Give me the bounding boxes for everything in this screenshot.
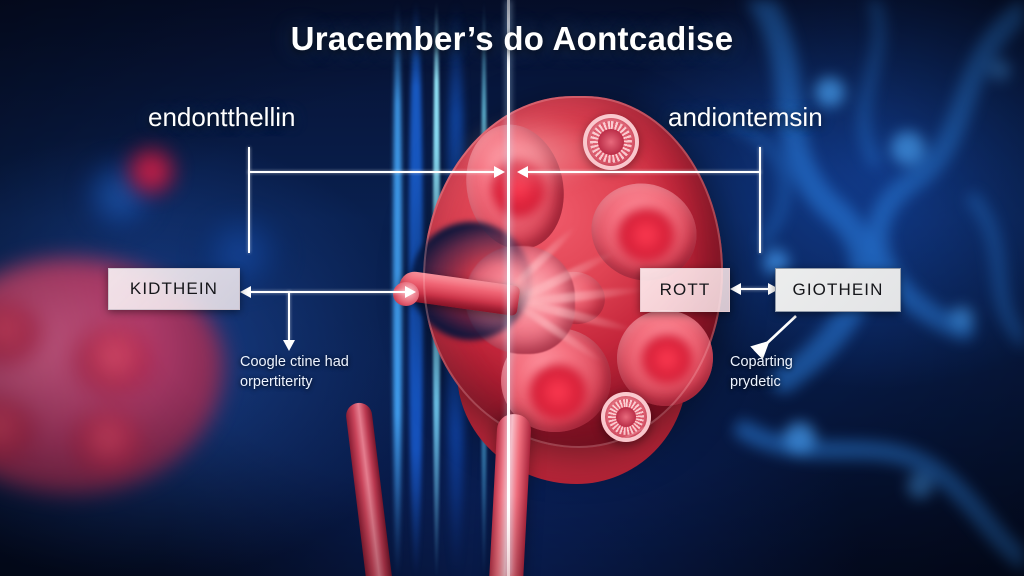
caption-left-line1: Coogle ctine had bbox=[240, 354, 349, 370]
box-giothein[interactable]: GIOTHEIN bbox=[775, 268, 901, 312]
arrowhead-right-mid bbox=[405, 286, 416, 298]
arrowhead-right-top bbox=[494, 166, 505, 178]
connector-right-horizontal-top bbox=[527, 171, 761, 173]
label-angiotensin: andiontemsin bbox=[668, 102, 823, 132]
arrowhead-right-giothein bbox=[768, 283, 779, 295]
connector-left-horizontal-top bbox=[248, 171, 497, 173]
box-rott[interactable]: ROTT bbox=[640, 268, 730, 312]
page-title: Uracember’s do Aontcadise bbox=[290, 20, 734, 57]
box-rott-label: ROTT bbox=[659, 280, 711, 299]
connector-rott-giothein bbox=[738, 288, 776, 290]
arrowhead-left-mid bbox=[240, 286, 251, 298]
connector-left-vertical bbox=[248, 147, 250, 253]
box-kidthein-label: KIDTHEIN bbox=[129, 279, 219, 298]
caption-right: Coparting prydetic bbox=[730, 352, 880, 392]
arrowhead-left-top bbox=[517, 166, 528, 178]
caption-right-line2: prydetic bbox=[730, 374, 781, 390]
label-endothelin: endontthellin bbox=[148, 102, 296, 132]
arrowhead-down-left-caption bbox=[283, 340, 295, 351]
caption-right-line1: Coparting bbox=[730, 354, 793, 370]
caption-left-line2: orpertiterity bbox=[240, 374, 313, 390]
connector-left-horizontal-mid bbox=[250, 291, 412, 293]
box-giothein-label: GIOTHEIN bbox=[792, 280, 884, 299]
box-kidthein[interactable]: KIDTHEIN bbox=[108, 268, 240, 310]
split-divider-line bbox=[507, 0, 510, 576]
connector-left-vertical-caption bbox=[288, 291, 290, 341]
connector-right-vertical bbox=[759, 147, 761, 253]
arrowhead-left-rott bbox=[730, 283, 741, 295]
caption-left: Coogle ctine had orpertiterity bbox=[240, 352, 390, 392]
arrow-diagonal-right-caption bbox=[750, 312, 802, 360]
